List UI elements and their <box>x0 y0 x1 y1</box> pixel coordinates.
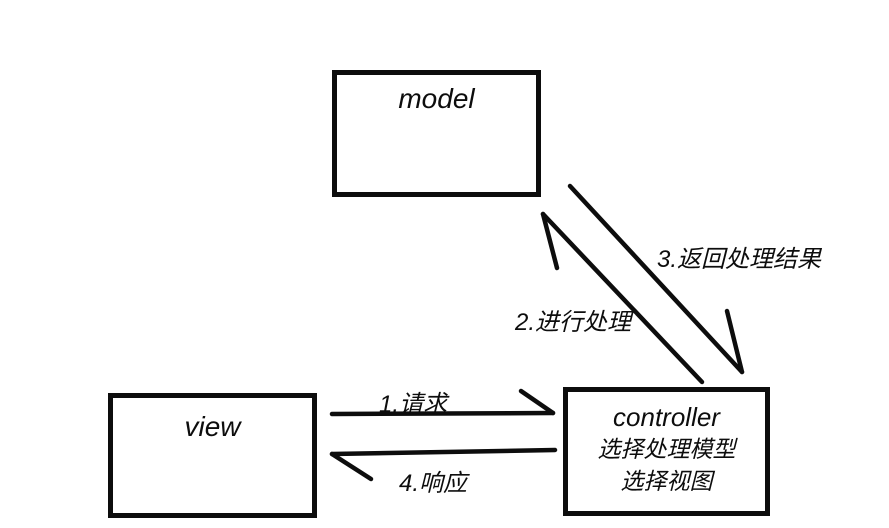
controller-box: controller 选择处理模型 选择视图 <box>563 387 770 516</box>
controller-subtitle-2: 选择视图 <box>620 468 713 494</box>
arrow-label-return-result: 3.返回处理结果 <box>657 246 822 273</box>
model-label: model <box>398 83 475 114</box>
arrow-label-response: 4.响应 <box>399 470 468 497</box>
arrow-process <box>540 211 705 385</box>
arrow-label-process: 2.进行处理 <box>515 309 632 336</box>
arrow-response <box>329 447 558 482</box>
arrow-request <box>329 388 556 417</box>
controller-subtitle-1: 选择处理模型 <box>597 436 736 462</box>
arrow-return-result <box>567 183 745 375</box>
arrow-label-request: 1.请求 <box>379 391 448 418</box>
view-label: view <box>184 411 241 442</box>
view-box: view <box>108 393 317 518</box>
model-box: model <box>332 70 541 197</box>
controller-label: controller <box>613 402 720 432</box>
